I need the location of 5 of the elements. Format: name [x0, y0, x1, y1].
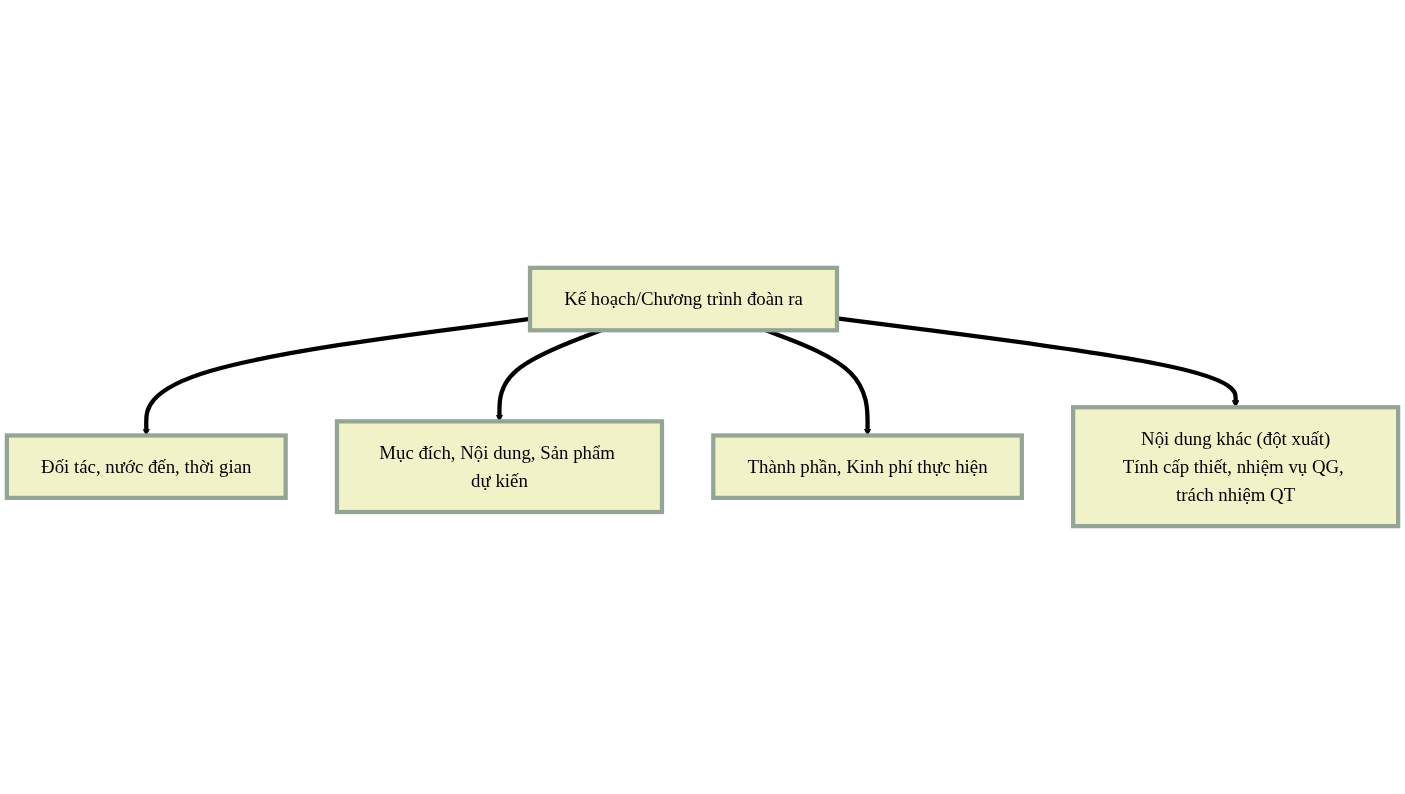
node-box: Nội dung khác (đột xuất) Tính cấp thiết, nhiệm vụ QG, trách nhiệm QT — [1071, 405, 1401, 529]
node-box: Mục đích, Nội dung, Sản phẩm dự kiến — [334, 419, 665, 515]
node-box: Đối tác, nước đến, thời gian — [4, 433, 288, 501]
node-box: Kế hoạch/Chương trình đoàn ra — [527, 265, 840, 333]
node-box: Thành phần, Kinh phí thực hiện — [711, 433, 1024, 501]
